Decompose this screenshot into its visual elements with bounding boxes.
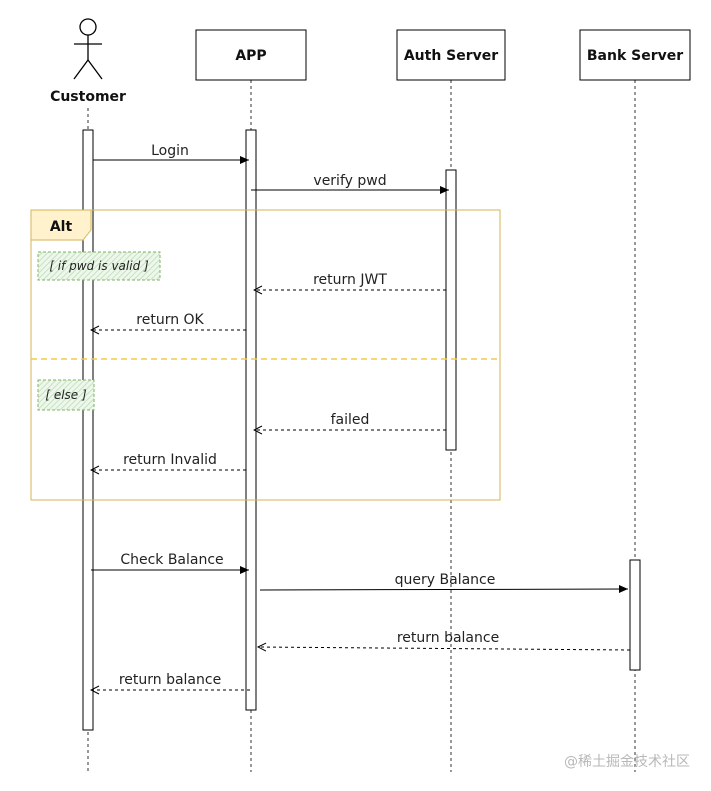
check-balance-label: Check Balance — [120, 552, 223, 568]
query-balance-label: query Balance — [395, 572, 496, 588]
alt-operator-label: Alt — [50, 219, 73, 235]
return-ok-label: return OK — [136, 312, 204, 328]
guard-else-box — [37, 379, 95, 411]
return-jwt-label: return JWT — [313, 272, 387, 288]
alt-fragment — [30, 209, 501, 501]
return-balance-bank-label: return balance — [397, 630, 499, 646]
query-balance-arrow — [259, 585, 629, 594]
verify-pwd-label: verify pwd — [313, 173, 386, 189]
guard-else-label: [ else ] — [45, 388, 87, 402]
auth-server-label: Auth Server — [404, 48, 498, 64]
login-label: Login — [151, 143, 189, 159]
customer-actor — [73, 18, 103, 80]
return-balance-app-label: return balance — [119, 672, 221, 688]
failed-label: failed — [331, 412, 370, 428]
app-label: APP — [235, 48, 266, 64]
auth-server-activation — [445, 169, 457, 451]
return-balance-bank-arrow — [258, 647, 631, 650]
bank-server-label: Bank Server — [587, 48, 683, 64]
auth-server-box — [396, 29, 506, 81]
return-invalid-label: return Invalid — [123, 452, 217, 468]
app-box — [195, 29, 307, 81]
customer-label: Customer — [50, 89, 126, 105]
customer-activation — [82, 129, 94, 731]
bank-server-activation — [629, 559, 641, 671]
guard-if-box — [37, 251, 161, 281]
alt-operator-tab — [30, 209, 92, 241]
app-activation — [245, 129, 257, 711]
guard-if-label: [ if pwd is valid ] — [49, 259, 149, 273]
bank-server-box — [579, 29, 691, 81]
watermark: @稀土掘金技术社区 — [564, 754, 690, 770]
